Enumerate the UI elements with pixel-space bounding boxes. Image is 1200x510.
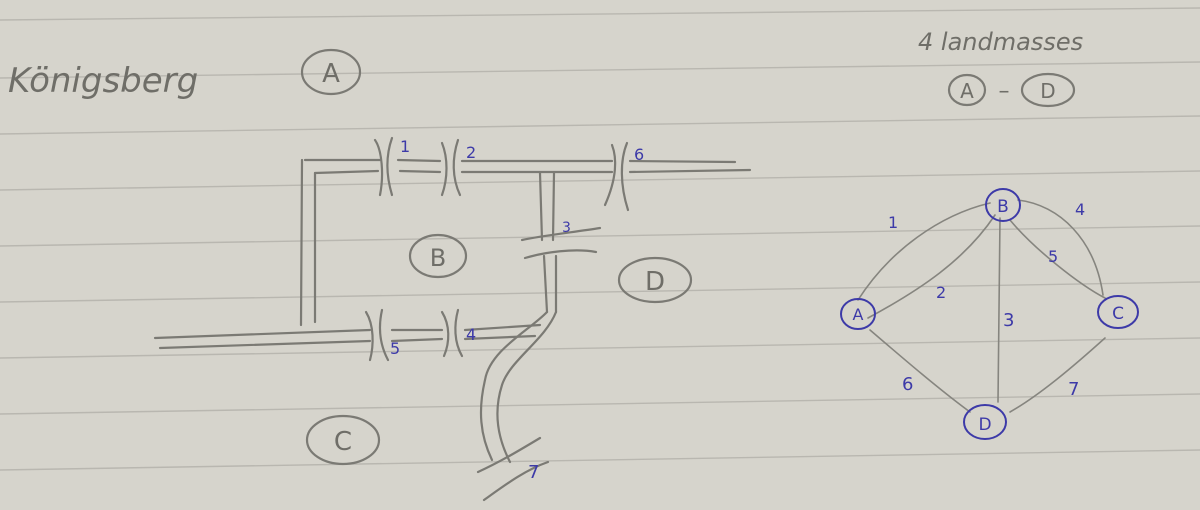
svg-text:2: 2 [466, 143, 476, 162]
svg-text:B: B [997, 197, 1009, 217]
graph-node-d: D [963, 404, 1007, 440]
svg-text:C: C [1112, 304, 1124, 324]
landmass-d-label: D [645, 267, 665, 297]
bridge-1: 1 [373, 136, 410, 197]
note-landmasses: 4 landmasses [918, 28, 1083, 56]
bridge-7: 7 [476, 436, 550, 502]
bridge-5: 5 [364, 308, 400, 362]
graph-node-a: A [840, 298, 876, 330]
edge-label-3: 3 [1003, 310, 1014, 331]
note-a-circle [947, 73, 987, 107]
note-d-circle [1020, 72, 1076, 108]
svg-text:A: A [853, 305, 864, 324]
graph-edge-1 [857, 202, 991, 301]
svg-text:6: 6 [634, 145, 644, 164]
note-range-to: D [1040, 79, 1055, 103]
graph-edge-6 [869, 329, 971, 413]
landmass-d-circle [617, 256, 693, 304]
note-range-from: A [960, 79, 974, 103]
sketch-title: Königsberg [8, 61, 198, 101]
svg-text:5: 5 [390, 339, 400, 358]
note-range-dash: – [999, 79, 1010, 104]
landmass-a-circle [300, 48, 362, 96]
edge-label-7: 7 [1068, 379, 1079, 400]
svg-text:4: 4 [466, 325, 476, 344]
ruled-lines [0, 7, 1200, 471]
svg-text:1: 1 [400, 137, 410, 156]
landmass-a-label: A [322, 59, 340, 89]
graph-edge-3 [997, 217, 1001, 403]
landmass-b-label: B [430, 244, 446, 272]
bridge-6: 6 [603, 141, 644, 212]
river-network [153, 158, 752, 464]
landmass-c-circle [305, 414, 381, 466]
landmass-c-label: C [334, 427, 352, 457]
landmass-b-circle [408, 233, 468, 279]
bridge-2: 2 [440, 138, 476, 197]
graph-edge-5 [1009, 219, 1106, 299]
svg-text:D: D [978, 415, 991, 435]
graph-node-b: B [985, 188, 1021, 222]
edge-label-6: 6 [902, 374, 913, 395]
edge-label-2: 2 [936, 283, 946, 302]
graph-edges [857, 199, 1106, 413]
graph-edge-7 [1009, 337, 1106, 413]
svg-text:3: 3 [562, 220, 571, 236]
edge-label-5: 5 [1048, 247, 1058, 266]
graph-edge-4 [1017, 199, 1104, 296]
bridge-4: 4 [440, 308, 476, 358]
graph-edge-2 [867, 214, 996, 319]
svg-text:7: 7 [528, 462, 539, 483]
graph-node-c: C [1097, 295, 1139, 329]
bridge-3: 3 [520, 220, 602, 260]
edge-label-1: 1 [888, 213, 898, 232]
edge-label-4: 4 [1075, 200, 1085, 219]
